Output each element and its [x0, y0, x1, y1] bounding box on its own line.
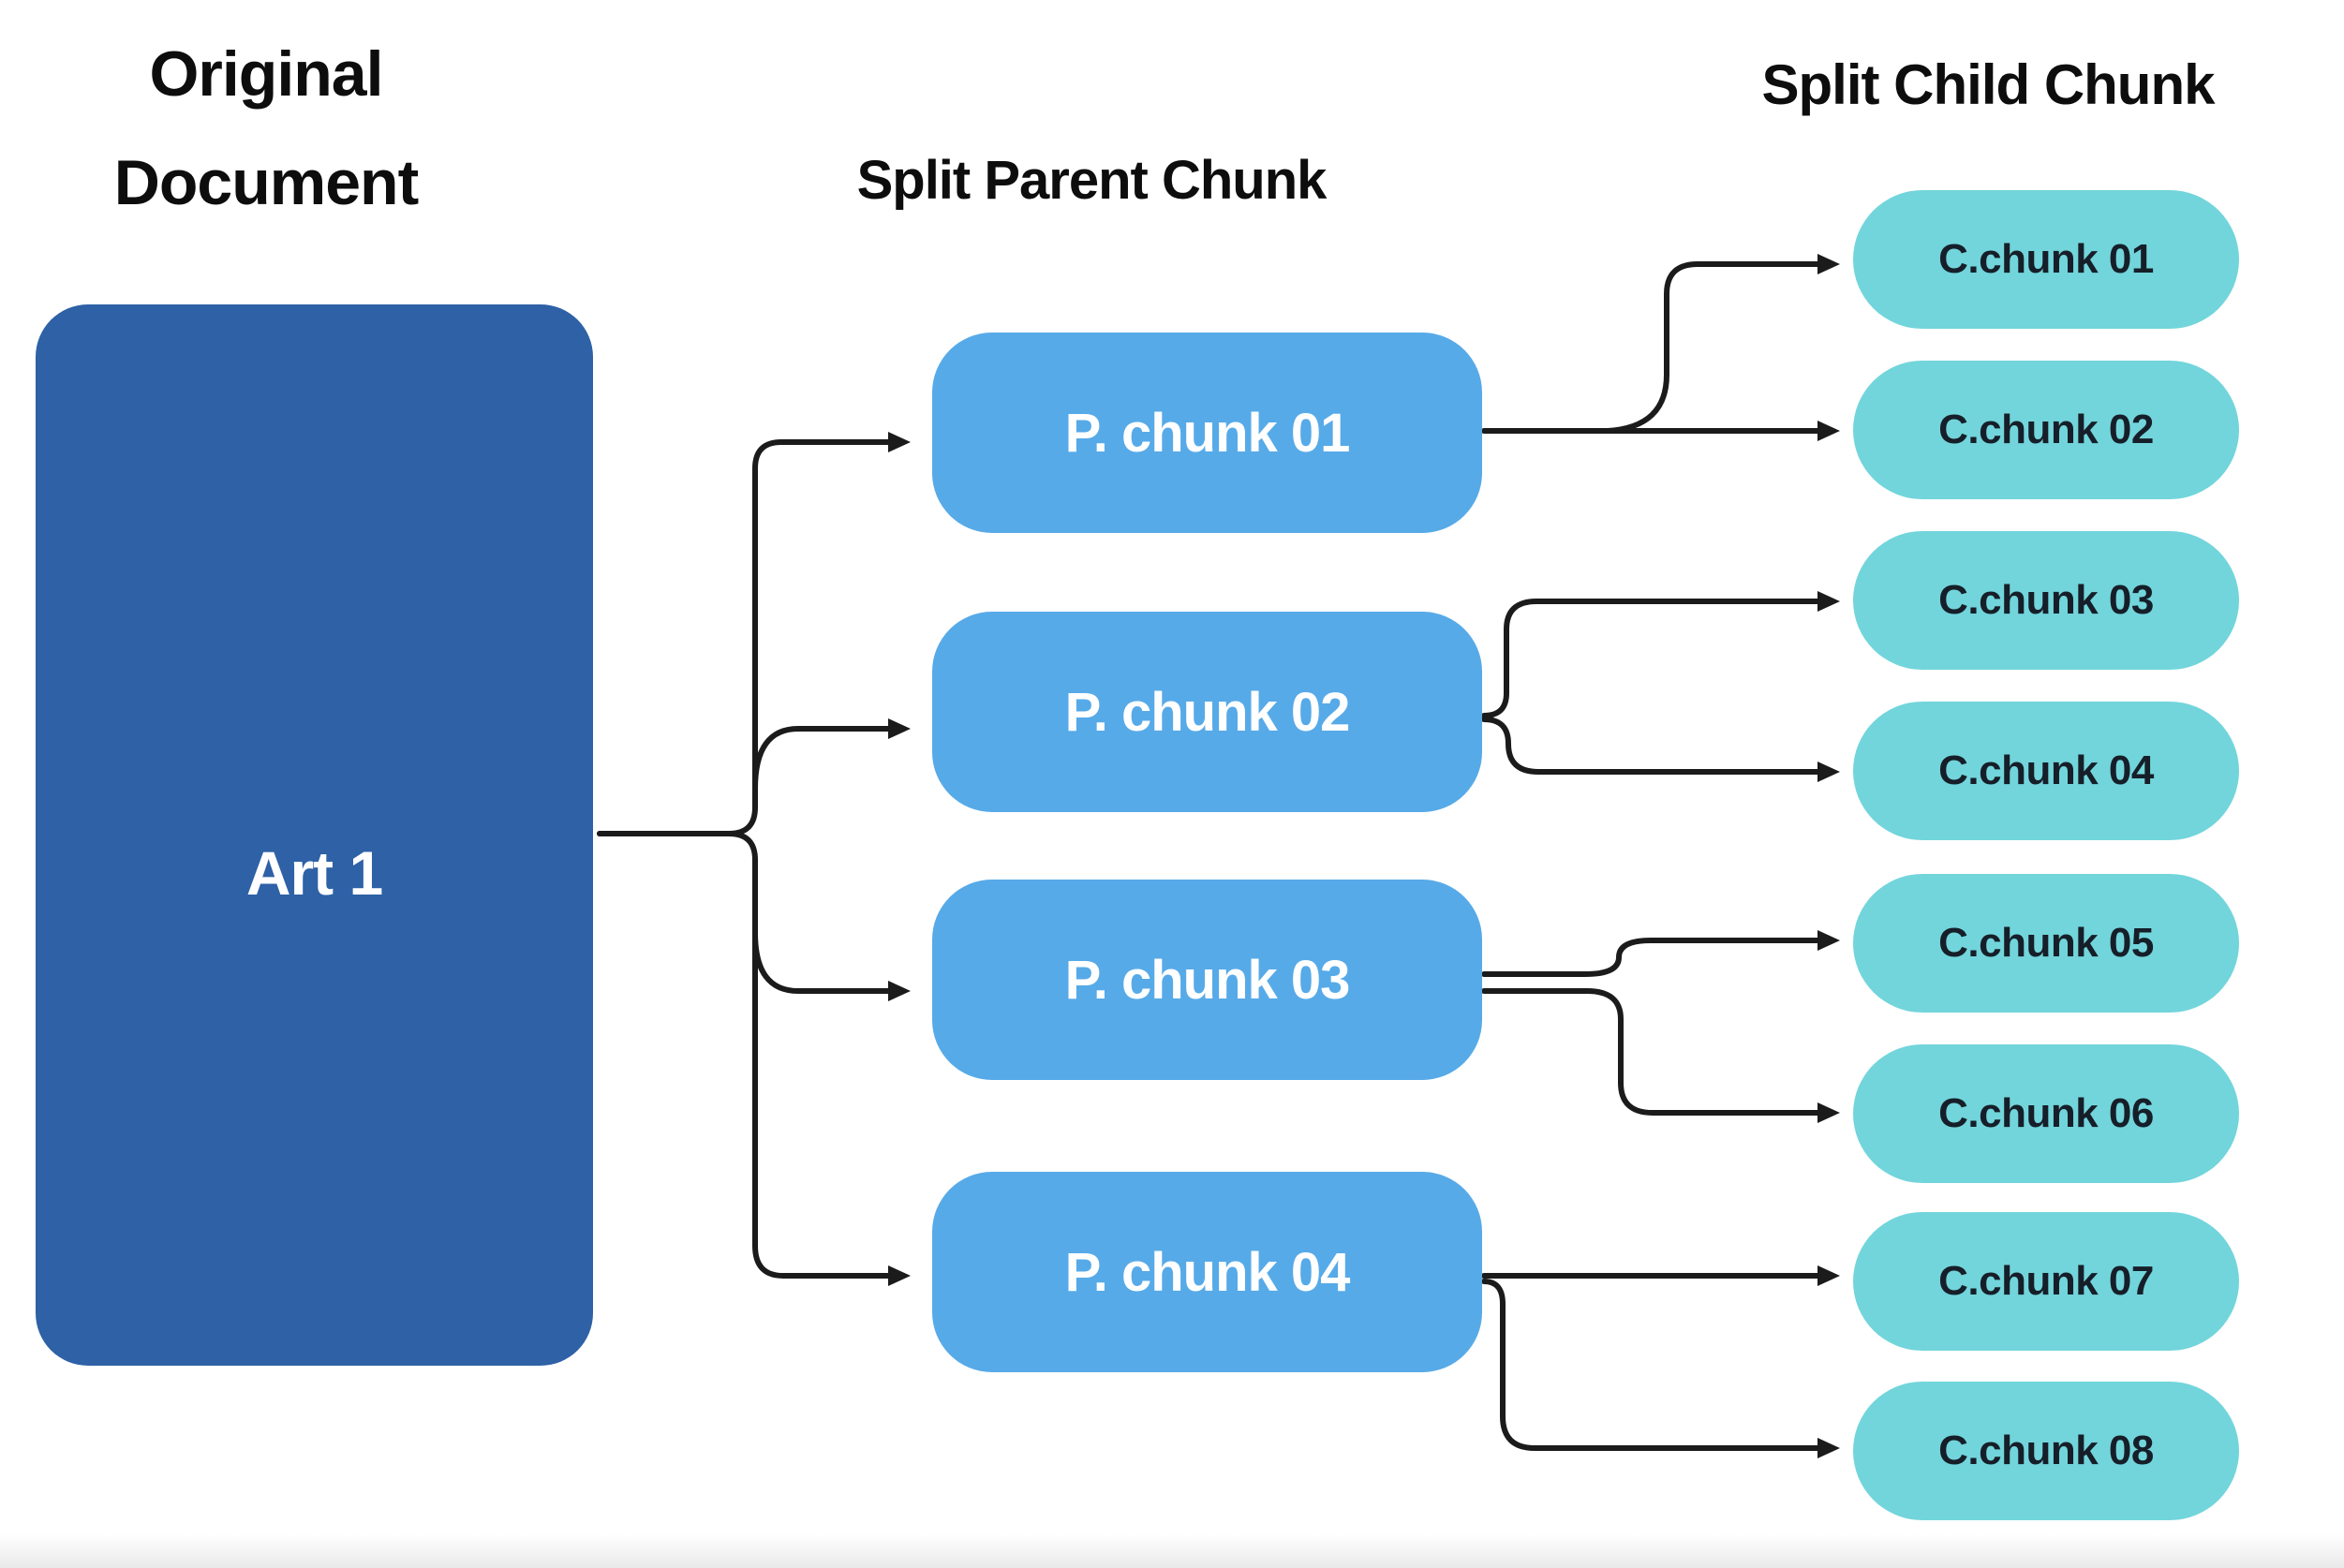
child-chunk-label: C.chunk 07	[1938, 1258, 2154, 1304]
child-chunk-node-6: C.chunk 06	[1853, 1044, 2239, 1183]
bottom-edge-shade	[0, 1534, 2344, 1568]
edge-p3-c5	[1481, 930, 1840, 977]
edge-p2-c4	[1481, 717, 1840, 782]
child-chunk-label: C.chunk 06	[1938, 1090, 2154, 1136]
edge-p4-c8	[1481, 1279, 1840, 1458]
edge-p2-c3	[1481, 591, 1840, 718]
child-chunk-label: C.chunk 04	[1938, 747, 2154, 793]
edge-doc-p3	[752, 930, 911, 1001]
child-chunk-node-7: C.chunk 07	[1853, 1212, 2239, 1351]
parent-chunk-node-3: P. chunk 03	[932, 880, 1482, 1080]
parent-chunk-label: P. chunk 01	[1064, 402, 1351, 464]
edge-doc-p1	[597, 432, 911, 836]
child-chunk-label: C.chunk 01	[1938, 236, 2154, 282]
child-chunk-label: C.chunk 05	[1938, 920, 2154, 966]
child-chunk-node-4: C.chunk 04	[1853, 702, 2239, 840]
edge-p3-c6	[1481, 988, 1840, 1123]
child-chunk-label: C.chunk 08	[1938, 1427, 2154, 1473]
edge-doc-p2	[752, 718, 911, 791]
edge-p1-c1	[1605, 254, 1840, 434]
child-chunk-node-3: C.chunk 03	[1853, 531, 2239, 670]
child-chunk-node-1: C.chunk 01	[1853, 190, 2239, 329]
child-chunk-label: C.chunk 03	[1938, 577, 2154, 623]
child-chunk-node-2: C.chunk 02	[1853, 361, 2239, 499]
split-parent-chunk-heading: Split Parent Chunk	[856, 150, 1328, 211]
original-document-node: Art 1	[36, 304, 593, 1366]
child-chunk-label: C.chunk 02	[1938, 407, 2154, 452]
split-child-chunk-heading: Split Child Chunk	[1761, 53, 2216, 116]
child-chunk-node-8: C.chunk 08	[1853, 1382, 2239, 1520]
parent-chunk-node-2: P. chunk 02	[932, 612, 1482, 812]
original-document-label: Art 1	[245, 837, 383, 908]
original-document-heading: Original Document	[113, 38, 419, 218]
edge-doc-p4	[597, 831, 911, 1286]
parent-chunk-label: P. chunk 03	[1064, 949, 1351, 1011]
parent-chunk-node-4: P. chunk 04	[932, 1172, 1482, 1372]
parent-chunk-label: P. chunk 04	[1064, 1241, 1351, 1303]
parent-chunk-node-1: P. chunk 01	[932, 333, 1482, 533]
child-chunk-node-5: C.chunk 05	[1853, 874, 2239, 1013]
parent-chunk-label: P. chunk 02	[1064, 681, 1351, 743]
